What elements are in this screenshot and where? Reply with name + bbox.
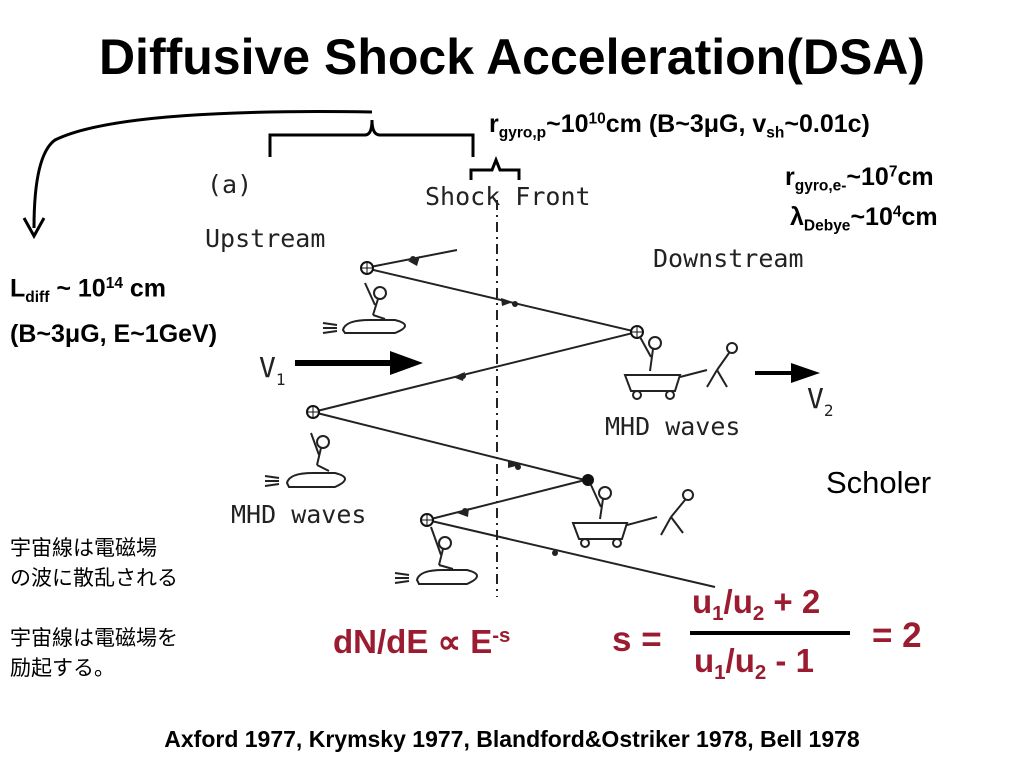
rgyro-e-exponent: 7 xyxy=(888,163,898,181)
japanese-note-2-line-1: 宇宙線は電磁場を xyxy=(10,626,178,650)
debye-exponent: 4 xyxy=(892,203,902,221)
v1-arrowhead-icon xyxy=(390,351,423,375)
fraction-bar xyxy=(690,631,850,635)
rgyro-p-symbol: r xyxy=(489,110,499,138)
scatter-ball-icon xyxy=(582,474,594,486)
scatter-ball-icon xyxy=(630,325,644,339)
rgyro-bracket xyxy=(469,155,521,180)
shock-figure: (a) Shock Front Upstream Downstream MHD … xyxy=(205,170,834,597)
surfer-on-board-icon xyxy=(394,526,478,585)
debye-subscript: Debye xyxy=(803,217,851,235)
vsh-subscript: sh xyxy=(766,124,785,142)
debye-value: ~10 xyxy=(850,203,893,231)
shock-front-label: Shock Front xyxy=(425,182,591,211)
mu-symbol: μ xyxy=(703,110,720,138)
formula-result: = 2 xyxy=(872,616,922,655)
curved-arrowhead-icon xyxy=(22,217,46,240)
mhd-waves-left-label: MHD waves xyxy=(231,500,366,529)
japanese-note-1-line-1: 宇宙線は電磁場 xyxy=(10,536,157,560)
trajectory-dot xyxy=(512,301,518,307)
trajectory-arrow-icon xyxy=(508,460,520,468)
japanese-note-2-line-2: 励起する。 xyxy=(10,656,115,680)
rgyro-e-value: ~10 xyxy=(846,163,889,191)
v2-arrowhead-icon xyxy=(791,363,820,383)
trajectory-dot xyxy=(410,256,416,262)
downstream-label: Downstream xyxy=(653,244,804,273)
japanese-note-2: 宇宙線は電磁場を 励起する。 xyxy=(10,623,178,683)
surfer-on-board-icon xyxy=(264,432,346,488)
mhd-waves-right-label: MHD waves xyxy=(605,412,740,441)
rgyro-p-exponent: 10 xyxy=(588,110,606,128)
s-label: s = xyxy=(612,620,662,659)
rgyro-p-subscript: gyro,p xyxy=(498,124,547,142)
rgyro-e-unit: cm xyxy=(897,163,934,191)
japanese-note-1: 宇宙線は電磁場 の波に散乱される xyxy=(10,533,178,593)
ldiff-field-text: (B~3 xyxy=(10,319,65,348)
lambda-symbol: λ xyxy=(790,203,804,231)
trajectory-dot xyxy=(460,373,466,379)
spectrum-exponent: -s xyxy=(492,623,511,647)
references: Axford 1977, Krymsky 1977, Blandford&Ost… xyxy=(164,726,860,752)
rgyro-e-subscript: gyro,e- xyxy=(794,177,847,195)
trajectory-dot xyxy=(552,550,558,556)
rgyro-p-field-text: cm (B~3 xyxy=(605,110,704,138)
fraction-denominator: u1/u2 - 1 xyxy=(694,642,814,685)
rgyro-p-end-text: ~0.01c) xyxy=(784,110,870,138)
surfer-on-board-icon xyxy=(322,282,406,334)
rgyro-e-symbol: r xyxy=(785,163,795,191)
cart-pulled-by-walker-icon xyxy=(571,484,694,548)
spectrum-formula: dN/dE ∝ E-s xyxy=(333,622,510,661)
rgyro-p-g-text: G, v xyxy=(719,110,767,138)
rgyro-p-annotation: rgyro,p~1010cm (B~3μG, vsh~0.01c) xyxy=(489,110,870,142)
ldiff-value: ~ 10 xyxy=(49,274,106,303)
curved-arrow xyxy=(32,110,373,229)
japanese-note-1-line-2: の波に散乱される xyxy=(10,566,178,590)
scatter-ball-icon xyxy=(306,405,320,419)
rgyro-p-value: ~10 xyxy=(546,110,589,138)
rgyro-e-annotation: rgyro,e-~107cm xyxy=(785,163,934,195)
ldiff-annotation: Ldiff ~ 1014 cm (B~3μG, E~1GeV) xyxy=(10,266,217,352)
page-title: Diffusive Shock Acceleration(DSA) xyxy=(98,29,926,85)
ldiff-exponent: 14 xyxy=(105,275,123,292)
scatter-ball-icon xyxy=(360,261,374,275)
ldiff-energy-text: G, E~1GeV) xyxy=(80,319,218,348)
ldiff-subscript: diff xyxy=(25,288,50,306)
panel-label: (a) xyxy=(207,170,252,199)
debye-annotation: λDebye~104cm xyxy=(790,203,938,235)
trajectory-dot xyxy=(462,508,468,514)
v1-label: V1 xyxy=(259,351,286,389)
debye-unit: cm xyxy=(901,203,938,231)
ldiff-unit: cm xyxy=(122,274,167,303)
spectrum-formula-text: dN/dE ∝ E xyxy=(333,623,493,660)
ldiff-symbol: L xyxy=(10,274,26,303)
ldiff-bracket xyxy=(268,119,475,157)
scatter-ball-icon xyxy=(420,513,434,527)
trajectory-arrow-icon xyxy=(501,298,513,306)
fraction-numerator: u1/u2 + 2 xyxy=(692,583,821,626)
mu-symbol: μ xyxy=(64,319,81,348)
upstream-label: Upstream xyxy=(205,224,325,253)
trajectory-dot xyxy=(515,464,521,470)
v2-label: V2 xyxy=(807,382,834,420)
credit-label: Scholer xyxy=(826,465,932,500)
cart-pulled-by-walker-icon xyxy=(623,336,738,400)
